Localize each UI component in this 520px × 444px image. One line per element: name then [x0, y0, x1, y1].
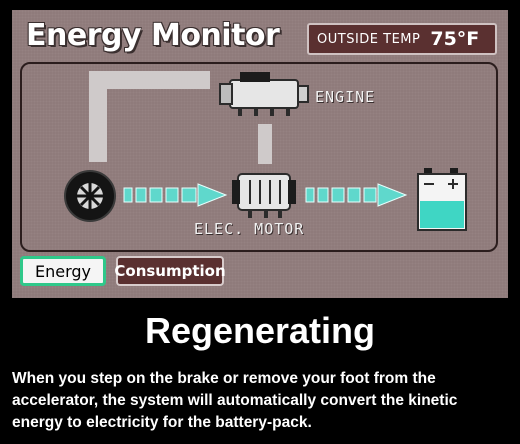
engine-to-wheel-path [89, 71, 210, 162]
outside-temp-display: OUTSIDE TEMP 75°F [307, 23, 497, 55]
energy-flow-panel [20, 62, 498, 252]
wheel-icon [64, 170, 116, 222]
tab-energy[interactable]: Energy [20, 256, 106, 286]
outside-temp-value: 75°F [430, 28, 480, 50]
battery-charge-fill [420, 201, 464, 228]
electric-motor-icon [232, 173, 296, 218]
electric-motor-label: ELEC. MOTOR [194, 220, 305, 238]
battery-icon [417, 168, 467, 231]
engine-to-motor-path [258, 124, 272, 164]
engine-icon [219, 72, 309, 116]
caption-body: When you step on the brake or remove you… [12, 370, 458, 431]
tab-consumption[interactable]: Consumption [114, 256, 226, 286]
wheel-to-motor-flow-arrow [123, 183, 228, 207]
energy-flow-diagram [64, 71, 467, 231]
energy-monitor-screen: Energy Monitor OUTSIDE TEMP 75°F [12, 10, 508, 298]
motor-to-battery-flow-arrow [305, 183, 408, 207]
outside-temp-label: OUTSIDE TEMP [317, 31, 421, 47]
engine-label: ENGINE [315, 88, 376, 106]
screen-title: Energy Monitor [26, 18, 280, 53]
caption-heading: Regenerating [144, 310, 376, 351]
